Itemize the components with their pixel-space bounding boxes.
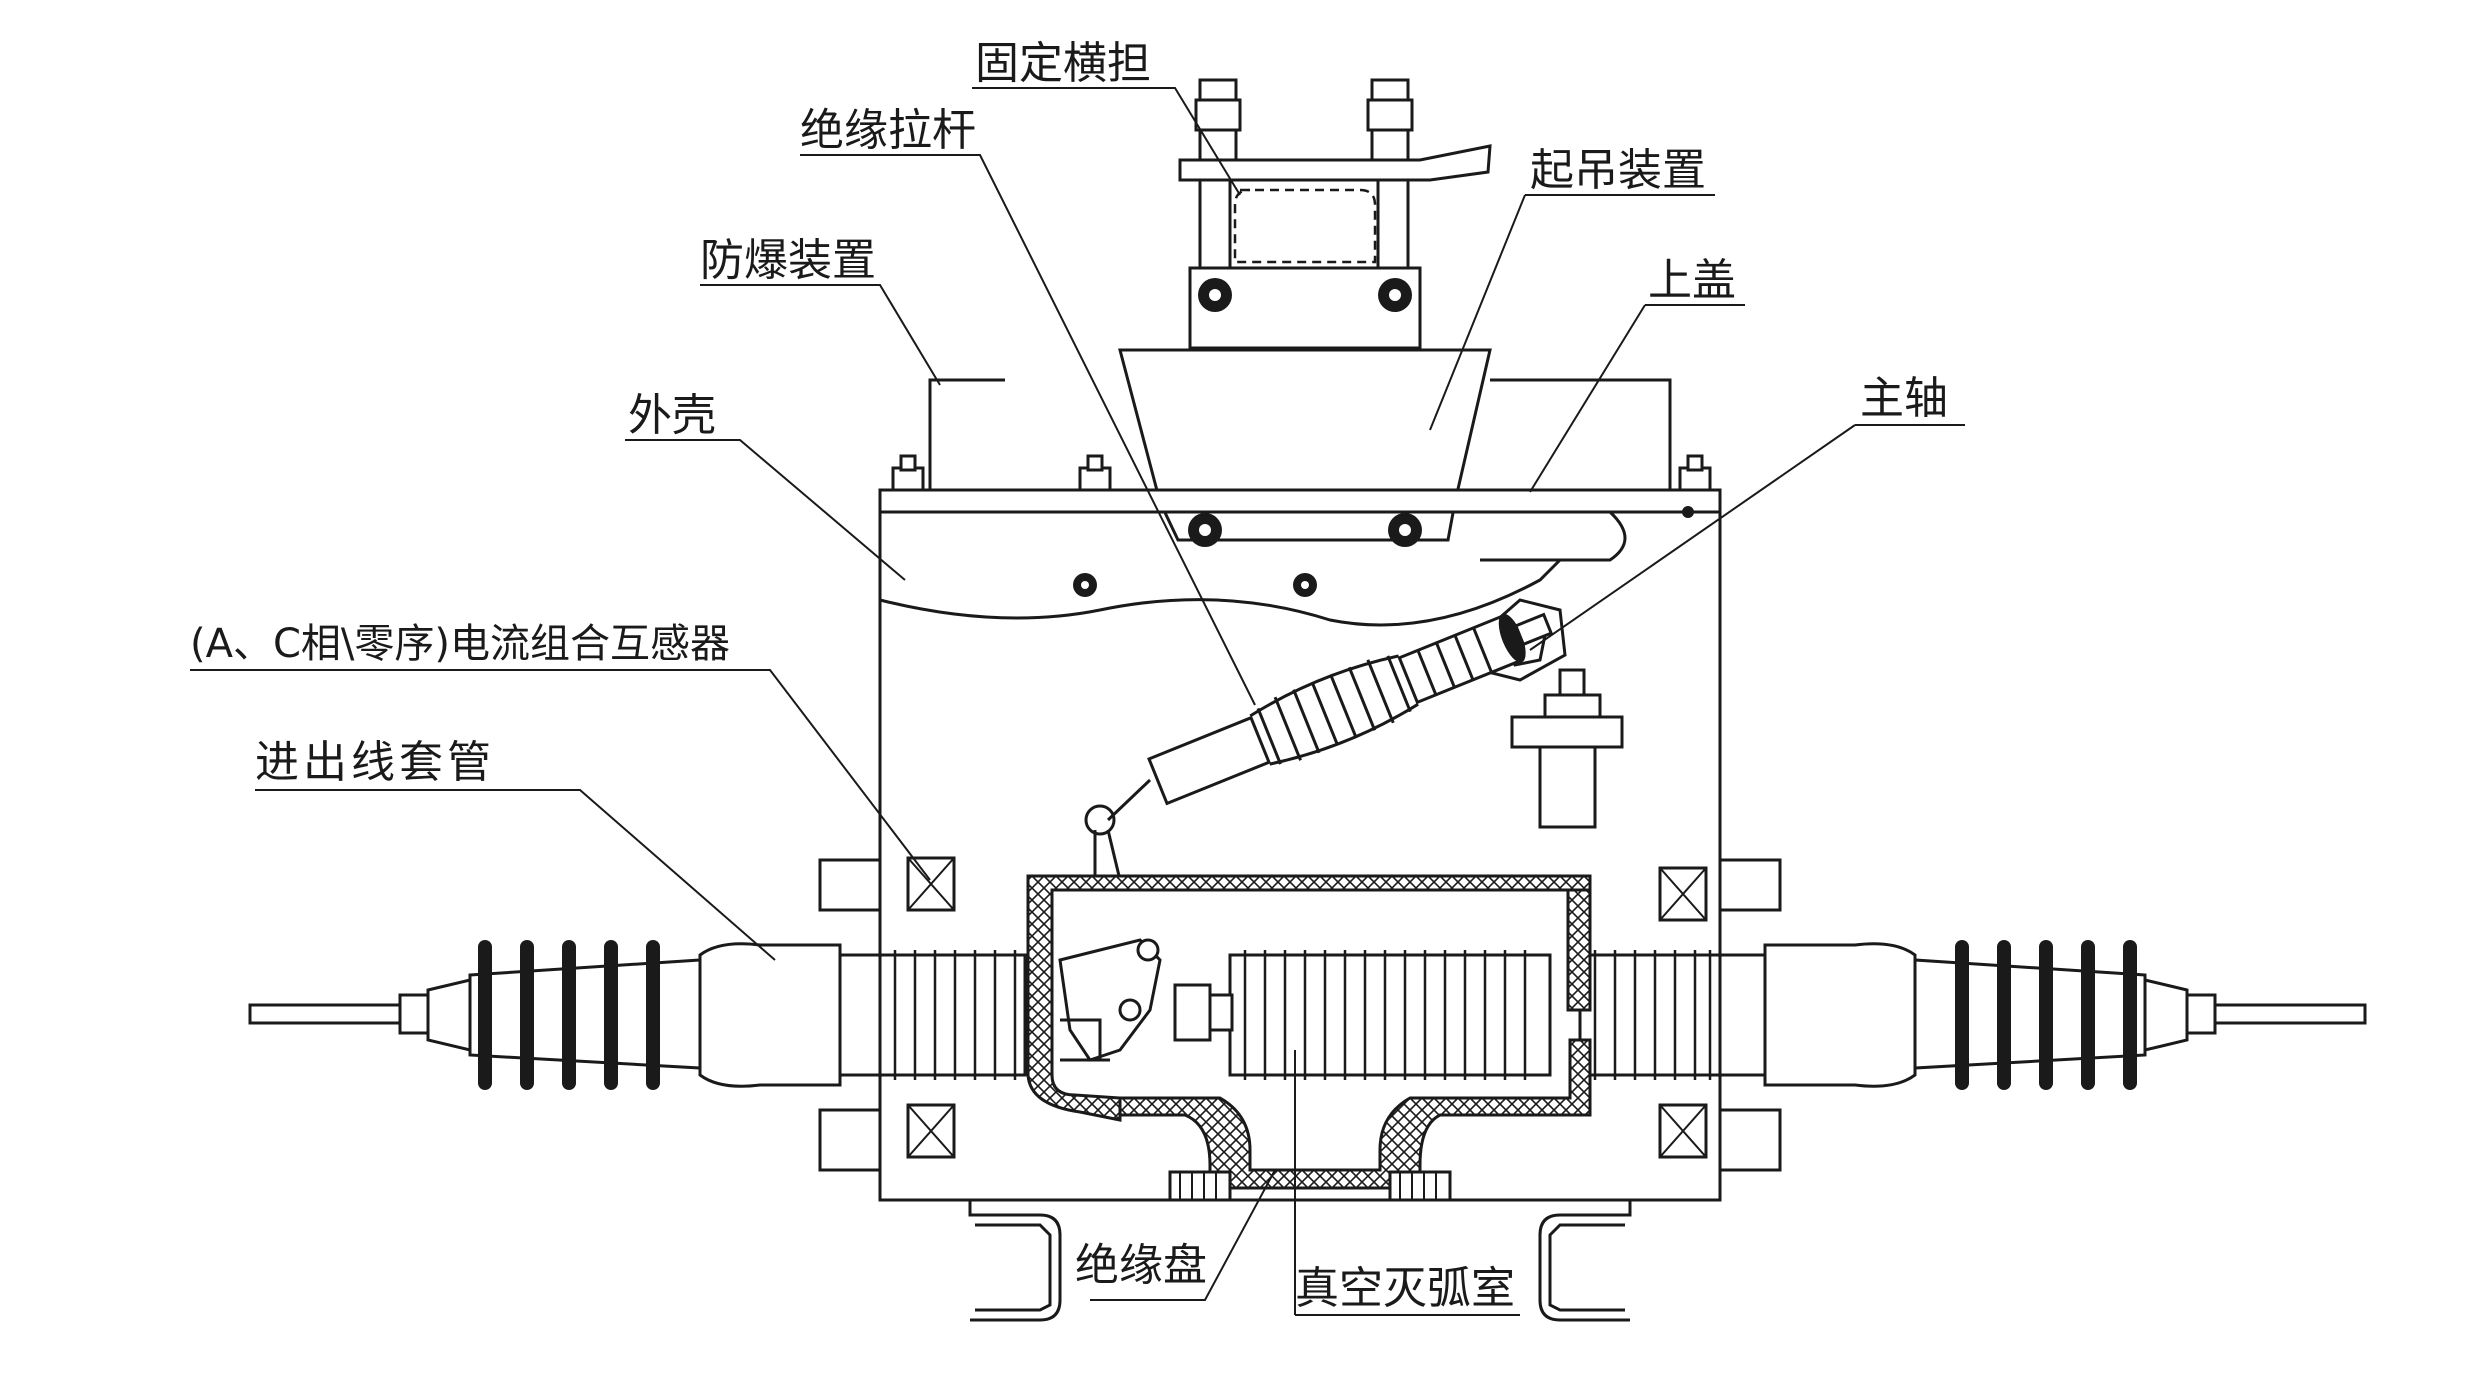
insulated-pull-rod-shape [1084, 612, 1554, 881]
current-transformer-shapes [906, 856, 1708, 1159]
leader-vacuum-interrupter [1294, 1050, 1520, 1316]
insulating-disc-shape [1026, 874, 1592, 1202]
leader-lines [190, 87, 1965, 1316]
label-vacuum-interrupter: 真空灭弧室 [1295, 1263, 1515, 1314]
fixed-crossarm-assembly [1178, 78, 1492, 350]
label-fixed-crossarm: 固定横担 [975, 38, 1151, 89]
labels: 固定横担 绝缘拉杆 起吊装置 防爆装置 上盖 外壳 主轴 (A、C相\零序)电流… [190, 38, 1948, 1314]
label-insulating-disc: 绝缘盘 [1075, 1240, 1207, 1291]
leader-main-shaft [1529, 424, 1965, 651]
leader-lifting-device [1429, 194, 1715, 431]
label-explosion-proof: 防爆装置 [700, 235, 876, 286]
right-bushing-shape [1718, 858, 2367, 1172]
lifting-device-shape [1118, 348, 1492, 547]
mounting-feet-shapes [968, 1200, 1632, 1322]
label-housing: 外壳 [628, 390, 716, 441]
leader-explosion-proof [700, 284, 941, 386]
label-lifting-device: 起吊装置 [1530, 145, 1706, 196]
inner-bellows-shapes [878, 950, 1722, 1080]
leader-fixed-crossarm [972, 87, 1241, 196]
leader-bushing [255, 789, 776, 961]
housing-shape [878, 512, 1722, 1202]
label-current-transformer: (A、C相\零序)电流组合互感器 [190, 621, 730, 667]
left-bushing-shape [248, 858, 882, 1172]
label-insulated-pull-rod: 绝缘拉杆 [800, 105, 976, 156]
leader-housing [625, 439, 906, 581]
leader-top-cover [1529, 304, 1745, 493]
leader-current-transformer [190, 669, 931, 881]
label-top-cover: 上盖 [1648, 255, 1736, 306]
leader-insulating-disc [1090, 1169, 1276, 1301]
label-bushing: 进出线套管 [255, 737, 495, 788]
leader-insulated-pull-rod [800, 154, 1256, 706]
vacuum-interrupter-shape [1058, 938, 1552, 1080]
label-main-shaft: 主轴 [1860, 373, 1948, 424]
